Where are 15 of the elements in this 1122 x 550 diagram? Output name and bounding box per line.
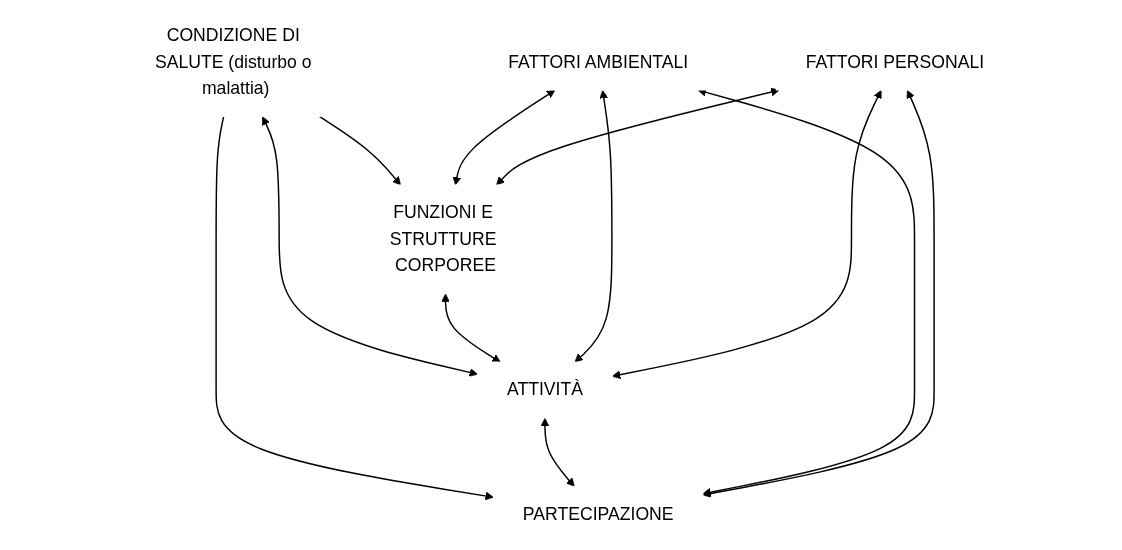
node-text: FATTORI AMBIENTALI xyxy=(508,51,689,72)
node-text: FATTORI PERSONALI xyxy=(805,51,985,72)
arrow xyxy=(540,417,575,487)
arrow xyxy=(496,87,780,186)
arrow xyxy=(318,115,401,186)
arrow xyxy=(262,116,478,377)
node-text: ATTIVITÀ xyxy=(506,379,583,400)
arrow xyxy=(441,293,501,363)
arrow xyxy=(452,89,556,186)
arrow xyxy=(215,115,494,501)
node-text: CONDIZIONE DI SALUTE (disturbo o malattia) xyxy=(154,25,312,98)
arrow xyxy=(611,90,882,379)
arrow xyxy=(574,90,613,363)
node-text: FUNZIONI E STRUTTURE CORPOREE xyxy=(389,202,497,275)
node-text: PARTECIPAZIONE xyxy=(522,504,674,524)
